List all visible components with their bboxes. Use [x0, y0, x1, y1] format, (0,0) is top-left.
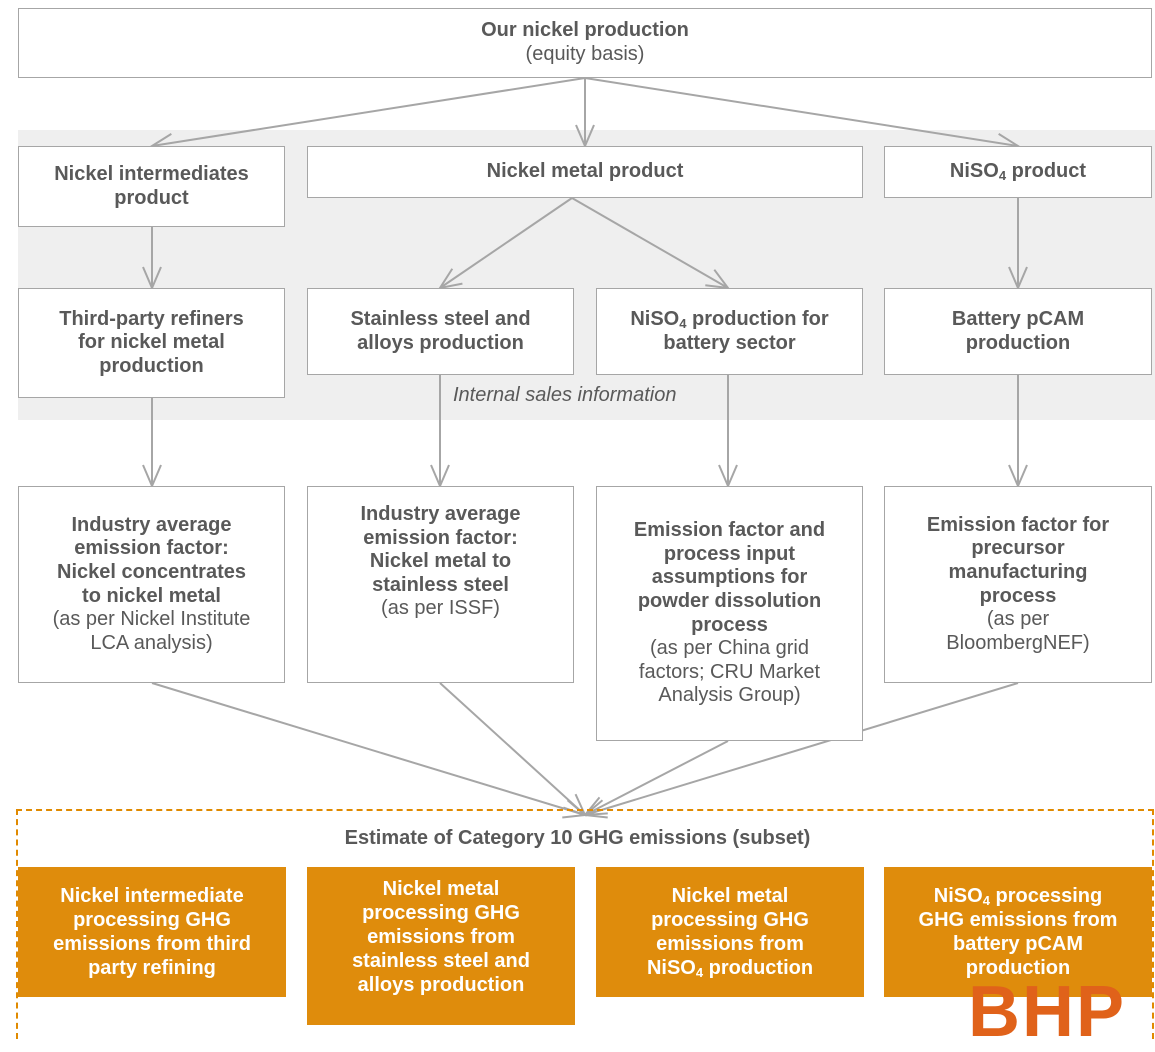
- label-line: manufacturing: [948, 560, 1088, 583]
- connector-arrows: [0, 77, 1155, 1025]
- label-line: (as per Nickel Institute: [52, 608, 251, 631]
- label-line: for nickel metal: [78, 331, 225, 354]
- label-line: process: [979, 584, 1057, 607]
- label-line: processing GHG: [651, 909, 809, 931]
- label-line: (as per: [986, 608, 1050, 631]
- label-line: Industry average: [360, 503, 521, 525]
- label-line: stainless steel: [372, 573, 509, 596]
- label-line: (as per China grid: [650, 637, 809, 660]
- arrow-top-to-niso4: [584, 77, 1018, 146]
- nickel-production-box: Our nickel production (equity basis): [18, 8, 1152, 78]
- label-line: Analysis Group): [658, 684, 801, 707]
- pcam-box: Battery pCAM production: [884, 288, 1152, 375]
- label-line: LCA analysis): [90, 631, 213, 654]
- label-line: product: [114, 186, 189, 209]
- label-line: battery pCAM: [952, 933, 1083, 955]
- label-line: Nickel intermediates: [54, 162, 249, 185]
- arrow-f1-to-estimate: [151, 682, 585, 815]
- factor-box-2: Industry average emission factor: Nickel…: [307, 486, 574, 683]
- label-line: Industry average: [71, 513, 232, 536]
- label-line: BloombergNEF): [946, 631, 1090, 654]
- label-line: Battery pCAM: [951, 307, 1085, 330]
- estimate-container: [16, 809, 1154, 1039]
- label-line: NiSO4 product: [949, 160, 1087, 184]
- internal-sales-note: Internal sales information: [453, 384, 677, 406]
- stainless-box: Stainless steel and alloys production: [307, 288, 574, 375]
- arrow-f2-to-estimate: [439, 682, 585, 815]
- label-line: alloys production: [357, 331, 524, 354]
- label-line: Nickel intermediate: [60, 885, 244, 907]
- label-line: party refining: [88, 957, 216, 979]
- factor-box-1: Industry average emission factor: Nickel…: [18, 486, 285, 683]
- label-line: production: [965, 957, 1071, 979]
- nickel-production-title: Our nickel production: [481, 19, 689, 42]
- label-line: NiSO4 production: [646, 957, 814, 980]
- label-line: Nickel concentrates: [57, 560, 246, 583]
- label-line: Nickel metal: [671, 885, 789, 907]
- label-line: processing GHG: [73, 909, 231, 931]
- label-line: Third-party refiners: [59, 307, 244, 330]
- label-line: emissions from third: [53, 933, 251, 955]
- result-box-4: NiSO4 processing GHG emissions from batt…: [884, 867, 1152, 997]
- intermediates-product-box: Nickel intermediates product: [18, 146, 285, 227]
- label-line: assumptions for: [651, 566, 808, 589]
- label-line: emissions from: [656, 933, 804, 955]
- label-line: Nickel metal product: [486, 160, 684, 183]
- label-line: Nickel metal: [382, 878, 500, 900]
- result-box-3: Nickel metal processing GHG emissions fr…: [596, 867, 864, 997]
- niso4-product-box: NiSO4 product: [884, 146, 1152, 198]
- nickel-production-subtitle: (equity basis): [525, 43, 645, 65]
- label-line: process input: [663, 542, 796, 565]
- metal-product-box: Nickel metal product: [307, 146, 863, 198]
- label-line: NiSO4 production for: [630, 307, 829, 331]
- label-line: Emission factor for: [926, 513, 1110, 536]
- arrow-f3-to-estimate: [585, 740, 729, 815]
- label-line: Stainless steel and: [350, 307, 531, 330]
- factor-box-4: Emission factor for precursor manufactur…: [884, 486, 1152, 683]
- niso4-production-box: NiSO4 production for battery sector: [596, 288, 863, 375]
- label-line: NiSO4 processing: [933, 885, 1103, 908]
- label-line: (as per ISSF): [381, 597, 500, 620]
- label-line: GHG emissions from: [918, 909, 1118, 931]
- refiners-box: Third-party refiners for nickel metal pr…: [18, 288, 285, 398]
- label-line: Nickel metal to: [369, 550, 512, 573]
- label-line: emission factor:: [74, 537, 229, 560]
- arrow-metal-to-stainless: [440, 197, 573, 288]
- label-line: factors; CRU Market: [638, 660, 821, 683]
- label-line: processing GHG: [362, 902, 520, 924]
- label-line: emission factor:: [363, 526, 518, 549]
- label-line: alloys production: [357, 974, 525, 996]
- arrow-f4-to-estimate: [585, 682, 1019, 815]
- label-line: to nickel metal: [82, 584, 221, 607]
- label-line: emissions from: [367, 926, 515, 948]
- label-line: battery sector: [663, 331, 796, 354]
- factor-box-3: Emission factor and process input assump…: [596, 486, 863, 741]
- arrow-top-to-intermediates: [152, 77, 586, 146]
- label-line: process: [691, 613, 768, 636]
- label-line: stainless steel and: [352, 950, 530, 972]
- label-line: precursor: [971, 537, 1065, 560]
- bhp-logo: BHP: [968, 972, 1127, 1052]
- arrow-metal-to-niso4prod: [571, 197, 728, 288]
- label-line: production: [99, 354, 204, 377]
- estimate-title: Estimate of Category 10 GHG emissions (s…: [344, 827, 811, 849]
- result-box-1: Nickel intermediate processing GHG emiss…: [18, 867, 286, 997]
- label-line: powder dissolution: [637, 589, 822, 612]
- result-box-2: Nickel metal processing GHG emissions fr…: [307, 867, 575, 1025]
- label-line: production: [965, 331, 1071, 354]
- label-line: Emission factor and: [633, 519, 826, 542]
